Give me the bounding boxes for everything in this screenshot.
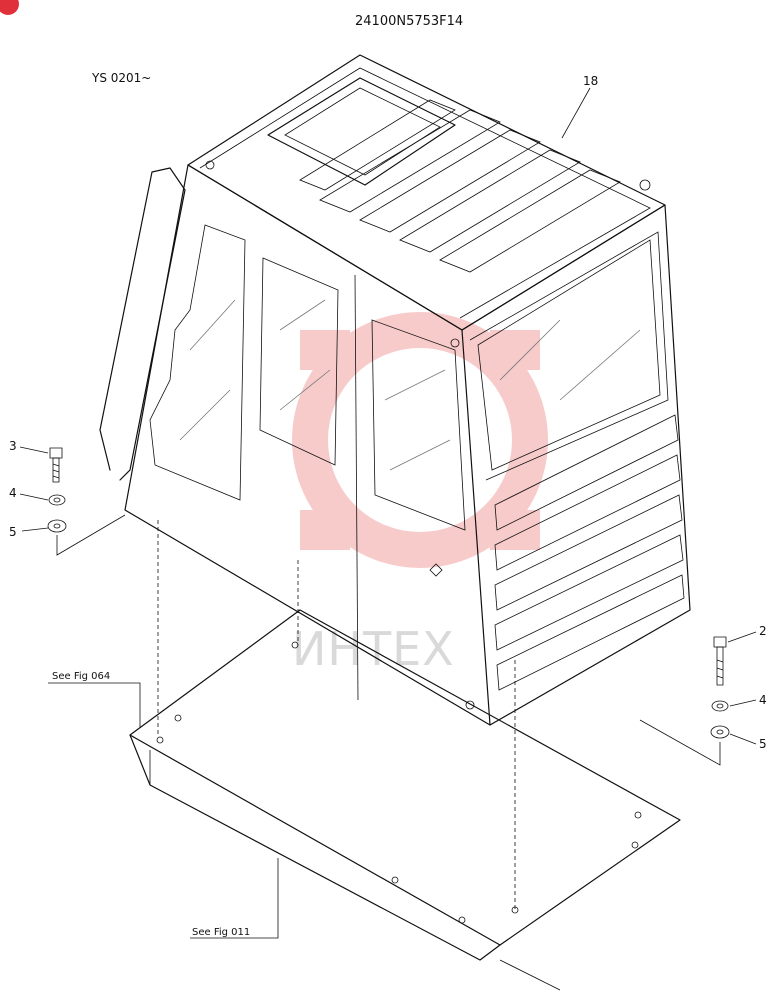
drawing-number: 24100N5753F14 [355, 14, 463, 29]
lock-washer-icon [711, 700, 729, 712]
figure-reference: See Fig 011 [192, 927, 250, 938]
corner-badge-icon [0, 0, 19, 15]
flat-washer-icon [710, 725, 730, 739]
callout-number: 5 [9, 525, 17, 539]
callout-number: 3 [9, 439, 17, 453]
bolt-icon [713, 636, 727, 686]
callout-number: 4 [759, 693, 767, 707]
serial-range: YS 0201~ [91, 71, 151, 85]
callout-number: 2 [759, 624, 767, 638]
lock-washer-icon [48, 494, 66, 506]
operator-cab [99, 54, 691, 726]
callout-number: 18 [583, 74, 598, 88]
watermark-logo-icon [292, 312, 548, 568]
flat-washer-icon [47, 519, 67, 533]
figure-reference: See Fig 064 [52, 671, 110, 682]
bolt-icon [49, 447, 63, 483]
watermark-text: ИНТЕХ [292, 622, 455, 676]
callout-number: 4 [9, 486, 17, 500]
callout-number: 5 [759, 737, 767, 751]
